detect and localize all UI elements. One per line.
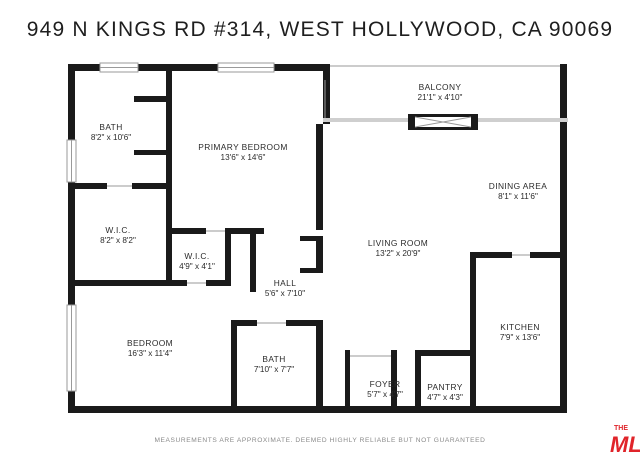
room-name-kitchen: KITCHEN [500,322,540,332]
room-name-wic-1: W.I.C. [105,225,130,235]
measurements-disclaimer: MEASUREMENTS ARE APPROXIMATE. DEEMED HIG… [154,437,486,444]
room-name-pantry: PANTRY [427,382,463,392]
room-dims-dining-area: 8'1" x 11'6" [498,192,538,201]
room-dims-bath-2: 7'10" x 7'7" [254,365,294,374]
door-openings [107,80,530,357]
room-dims-bedroom: 16'3" x 11'4" [128,349,172,358]
room-name-living-room: LIVING ROOM [368,238,428,248]
room-name-bedroom: BEDROOM [127,338,173,348]
mls-logo: THE MLS [608,421,640,459]
room-dims-hall: 5'6" x 7'10" [265,289,305,298]
room-dims-primary-bedroom: 13'6" x 14'6" [221,153,266,162]
room-dims-foyer: 5'7" x 4'7" [367,390,403,399]
room-name-foyer: FOYER [370,379,401,389]
windows [66,62,275,392]
room-dims-wic-2: 4'9" x 4'1" [179,262,215,271]
room-dims-bath-1: 8'2" x 10'6" [91,133,131,142]
interior-walls [75,64,567,406]
logo-top-text: THE [614,425,628,432]
room-name-wic-2: W.I.C. [184,251,209,261]
room-labels: BATH 8'2" x 10'6" PRIMARY BEDROOM 13'6" … [91,82,547,402]
logo-main-text: MLS [610,432,640,457]
room-dims-living-room: 13'2" x 20'9" [376,249,421,258]
room-name-primary-bedroom: PRIMARY BEDROOM [198,142,287,152]
room-name-balcony: BALCONY [419,82,462,92]
listing-address-title: 949 N KINGS RD #314, WEST HOLLYWOOD, CA … [26,18,614,41]
room-dims-balcony: 21'1" x 4'10" [418,93,463,102]
room-dims-pantry: 4'7" x 4'3" [427,393,463,402]
room-name-hall: HALL [274,278,297,288]
room-name-bath-1: BATH [99,122,122,132]
room-name-bath-2: BATH [262,354,285,364]
room-dims-wic-1: 8'2" x 8'2" [100,236,136,245]
room-dims-kitchen: 7'9" x 13'6" [500,333,540,342]
room-name-dining-area: DINING AREA [489,181,547,191]
